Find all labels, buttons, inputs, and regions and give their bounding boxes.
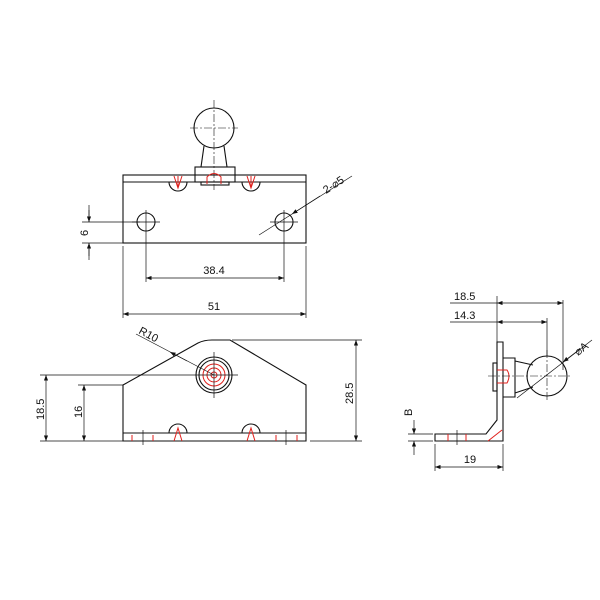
bracket-front-outline [122, 339, 307, 442]
bracket-top-outline [122, 174, 307, 244]
dim-thickness: B [403, 409, 415, 416]
top-view: 6 38.4 51 2-⌀5 [79, 100, 353, 318]
dim-hole-offset: 6 [79, 230, 91, 236]
dim-width: 51 [208, 301, 220, 313]
dim-base-length: 19 [464, 454, 476, 466]
front-view: R10 18.5 16 28.5 [35, 325, 362, 445]
dim-radius: R10 [137, 325, 160, 345]
hole-callout: 2-⌀5 [321, 174, 346, 196]
ball-neck [200, 145, 228, 168]
dim-hole-spacing: 38.4 [203, 265, 224, 277]
side-view: 18.5 14.3 ⌀A B 19 [403, 291, 593, 471]
dim-total-height: 28.5 [344, 383, 356, 404]
dim-ball-outer: 18.5 [454, 291, 475, 303]
dim-shoulder-height: 16 [73, 406, 85, 418]
dim-ball-center: 14.3 [454, 310, 475, 322]
dim-pivot-height: 18.5 [35, 399, 47, 420]
